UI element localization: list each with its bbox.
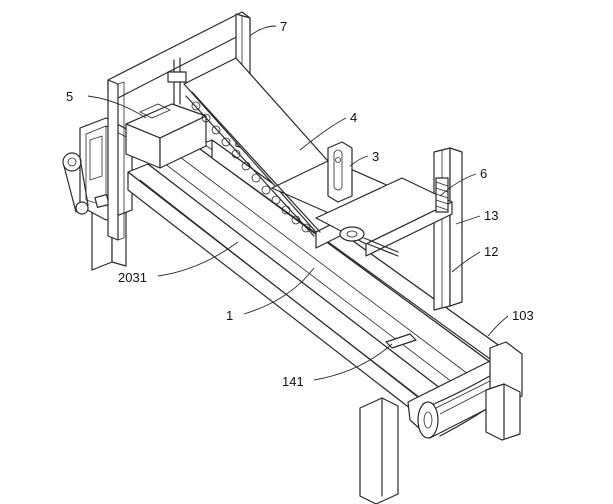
label-12: 12 [484, 244, 498, 259]
right-platform [315, 177, 453, 257]
label-1: 1 [226, 308, 233, 323]
slotted-bracket [327, 141, 353, 203]
label-103: 103 [512, 308, 534, 323]
label-6: 6 [480, 166, 487, 181]
leader-lines [87, 25, 509, 381]
press-block [125, 103, 207, 169]
spring-coil [435, 177, 449, 213]
right-post [433, 147, 463, 311]
label-2031: 2031 [118, 270, 147, 285]
label-13: 13 [484, 208, 498, 223]
drive-chain-belt [62, 152, 110, 215]
front-right-leg [485, 383, 521, 441]
chain-links [185, 91, 321, 237]
label-4: 4 [350, 110, 357, 125]
label-141: 141 [282, 374, 304, 389]
label-5: 5 [66, 89, 73, 104]
label-7: 7 [280, 19, 287, 34]
front-left-leg [359, 397, 399, 504]
conveyor-frame [127, 139, 509, 417]
label-3: 3 [372, 149, 379, 164]
reference-labels: 7 5 4 3 6 13 12 2031 1 103 141 [66, 19, 534, 389]
